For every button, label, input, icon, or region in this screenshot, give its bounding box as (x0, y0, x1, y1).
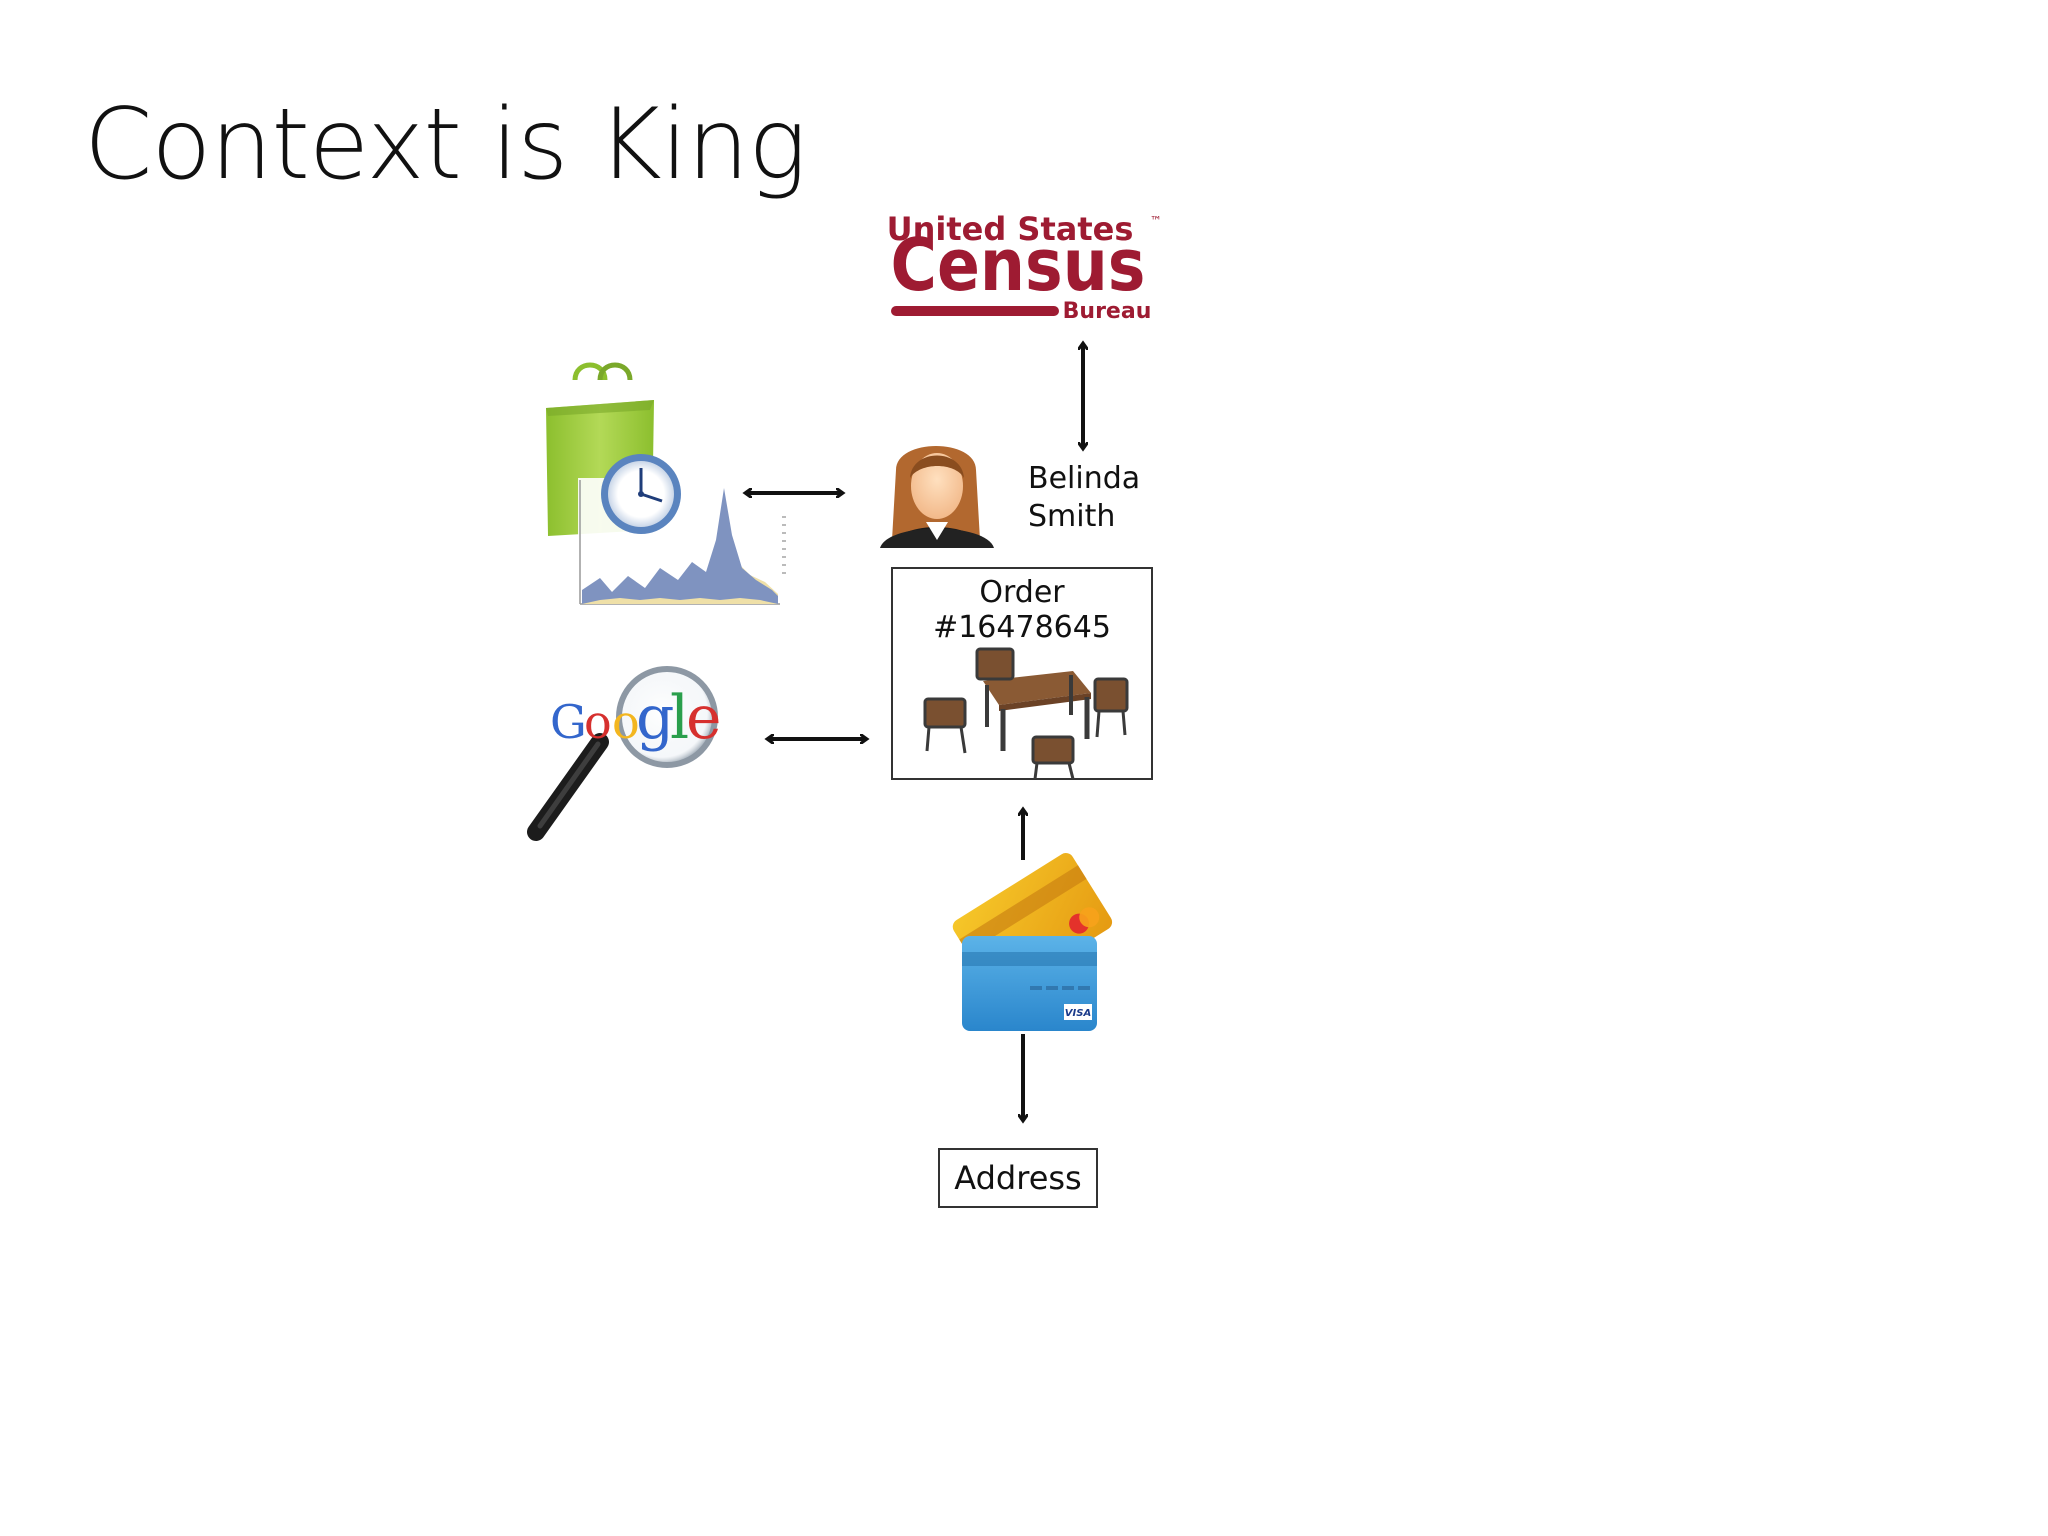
census-logo: United States ™ Census Bureau (887, 210, 1162, 324)
person-avatar (880, 446, 994, 548)
google-letter-5: l (670, 683, 689, 753)
google-letter-1: G (550, 695, 587, 749)
order-label: Order #16478645 (933, 575, 1111, 645)
svg-text:G o o: G o o g l e (550, 683, 722, 753)
credit-cards-icon: VISA (952, 853, 1113, 1031)
person-first-name: Belinda (1028, 461, 1141, 496)
visa-text: VISA (1065, 1008, 1091, 1019)
person-name: Belinda Smith (1028, 460, 1140, 536)
shopping-history-icon (546, 362, 786, 606)
address-box: Address (938, 1148, 1098, 1208)
patio-furniture-image (923, 647, 1129, 779)
google-letter-2: o (584, 695, 612, 749)
google-search-icon: G o o g l e (527, 666, 722, 841)
census-line1: United States (887, 210, 1134, 248)
google-letter-6: e (686, 683, 722, 753)
census-line2: Census (891, 223, 1146, 307)
slide-title: Context is King (84, 88, 807, 202)
person-last-name: Smith (1028, 499, 1116, 534)
census-tm: ™ (1150, 214, 1162, 228)
census-underline (891, 306, 1059, 316)
census-line3: Bureau (1063, 299, 1152, 324)
google-letter-4: g (636, 683, 674, 753)
order-box: Order #16478645 (891, 567, 1153, 780)
google-letter-3: o (612, 695, 640, 749)
